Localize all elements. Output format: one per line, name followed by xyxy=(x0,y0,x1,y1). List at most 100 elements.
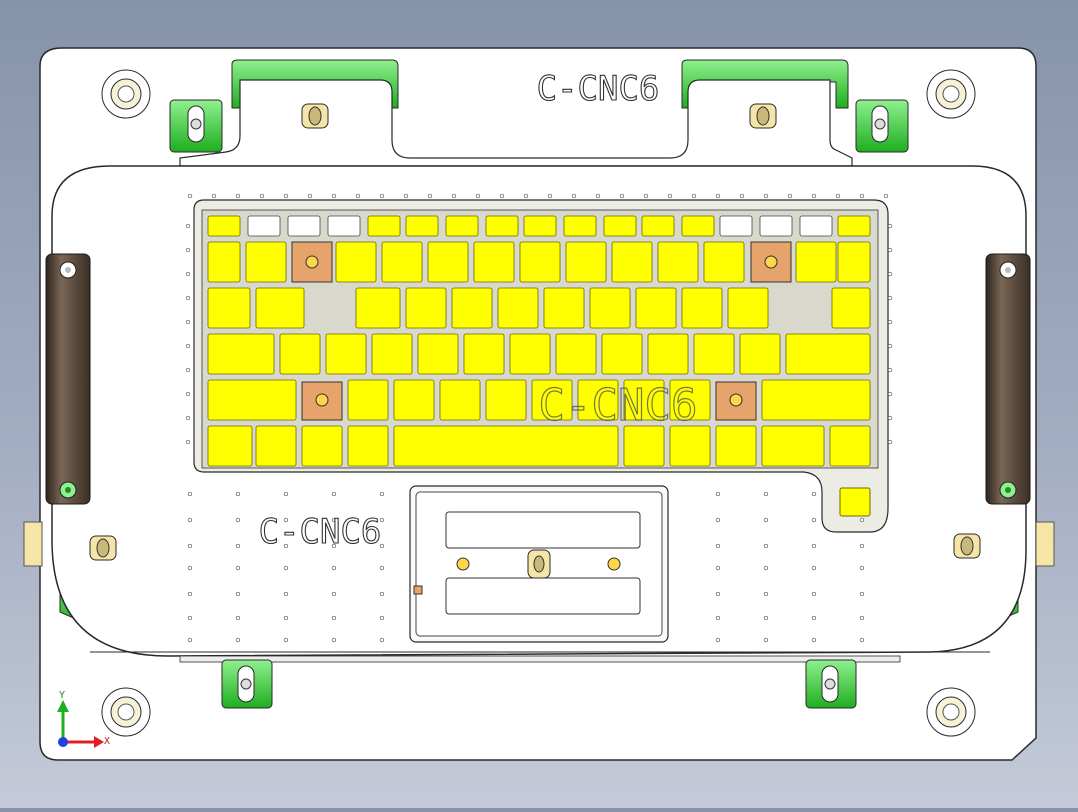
keycap xyxy=(681,287,723,329)
left-handle xyxy=(45,253,91,505)
center-engraving: C-CNC6 xyxy=(539,380,698,431)
keycap xyxy=(279,333,321,375)
keycap xyxy=(245,241,287,283)
keycap xyxy=(603,215,637,237)
mounting-hole xyxy=(283,491,289,497)
mounting-hole xyxy=(811,565,817,571)
keycap xyxy=(761,379,871,421)
mounting-hole xyxy=(235,565,241,571)
keycap xyxy=(829,425,871,467)
mounting-hole xyxy=(185,247,191,253)
mounting-hole xyxy=(887,343,893,349)
mounting-hole xyxy=(763,615,769,621)
mounting-hole xyxy=(715,193,721,199)
keycap xyxy=(485,215,519,237)
keycap xyxy=(693,333,735,375)
keycap xyxy=(657,241,699,283)
keycap xyxy=(393,379,435,421)
mounting-hole xyxy=(187,637,193,643)
mounting-hole xyxy=(379,517,385,523)
nut-top-left xyxy=(301,103,329,129)
touchpad-pocket xyxy=(409,485,669,643)
keycap xyxy=(439,379,481,421)
keycap xyxy=(207,287,251,329)
mounting-hole xyxy=(763,193,769,199)
keycap xyxy=(347,379,389,421)
corner-bushing-br xyxy=(926,687,976,737)
mounting-hole xyxy=(859,565,865,571)
keycap xyxy=(601,333,643,375)
mounting-hole xyxy=(811,591,817,597)
mounting-hole xyxy=(185,439,191,445)
mounting-hole xyxy=(185,295,191,301)
mounting-hole xyxy=(547,193,553,199)
keycap xyxy=(485,379,527,421)
mounting-hole xyxy=(235,615,241,621)
mounting-hole xyxy=(811,517,817,523)
mounting-hole xyxy=(715,637,721,643)
mounting-hole xyxy=(185,319,191,325)
mounting-hole xyxy=(355,193,361,199)
mounting-hole xyxy=(887,439,893,445)
keycap xyxy=(785,333,871,375)
mounting-hole xyxy=(331,543,337,549)
keycap xyxy=(531,379,573,421)
mounting-hole xyxy=(211,193,217,199)
mounting-hole xyxy=(187,591,193,597)
mounting-hole xyxy=(811,491,817,497)
mounting-hole-pattern xyxy=(185,193,893,643)
mounting-hole xyxy=(187,517,193,523)
keycap xyxy=(207,215,241,237)
keycap xyxy=(381,241,423,283)
locator-pin-2 xyxy=(750,241,792,283)
mounting-hole xyxy=(185,367,191,373)
keycap xyxy=(577,379,619,421)
keycap xyxy=(799,215,833,237)
mounting-hole xyxy=(763,591,769,597)
keycap xyxy=(715,425,757,467)
keycap xyxy=(669,425,711,467)
keycap xyxy=(837,215,871,237)
mounting-hole xyxy=(379,543,385,549)
keycap xyxy=(255,287,305,329)
mounting-hole xyxy=(619,193,625,199)
keycap xyxy=(523,215,557,237)
mounting-hole xyxy=(185,271,191,277)
keycap xyxy=(739,333,781,375)
keycap xyxy=(255,425,297,467)
keycap xyxy=(355,287,401,329)
mounting-hole xyxy=(379,491,385,497)
keycap xyxy=(207,425,253,467)
axis-triad: Y X xyxy=(57,690,110,748)
axis-y-label: Y xyxy=(59,690,65,701)
mounting-hole xyxy=(887,391,893,397)
mounting-hole xyxy=(331,517,337,523)
mounting-hole xyxy=(283,591,289,597)
keycap xyxy=(451,287,493,329)
keycap xyxy=(417,333,459,375)
mounting-hole xyxy=(331,637,337,643)
mounting-hole xyxy=(691,193,697,199)
mounting-hole xyxy=(379,565,385,571)
keycap xyxy=(327,215,361,237)
mounting-hole xyxy=(475,193,481,199)
keycap xyxy=(367,215,401,237)
mounting-hole xyxy=(887,271,893,277)
mounting-hole xyxy=(859,637,865,643)
nut-right xyxy=(953,533,981,559)
keycap xyxy=(207,241,241,283)
keycap xyxy=(497,287,539,329)
mounting-hole xyxy=(235,491,241,497)
keycap xyxy=(247,215,281,237)
keycap xyxy=(405,287,447,329)
keycap xyxy=(405,215,439,237)
keycap xyxy=(519,241,561,283)
mounting-hole xyxy=(403,193,409,199)
keycap xyxy=(761,425,825,467)
keycap xyxy=(335,241,377,283)
corner-bushing-tr xyxy=(926,69,976,119)
mounting-hole xyxy=(283,615,289,621)
corner-bushing-bl xyxy=(101,687,151,737)
mounting-hole xyxy=(859,591,865,597)
